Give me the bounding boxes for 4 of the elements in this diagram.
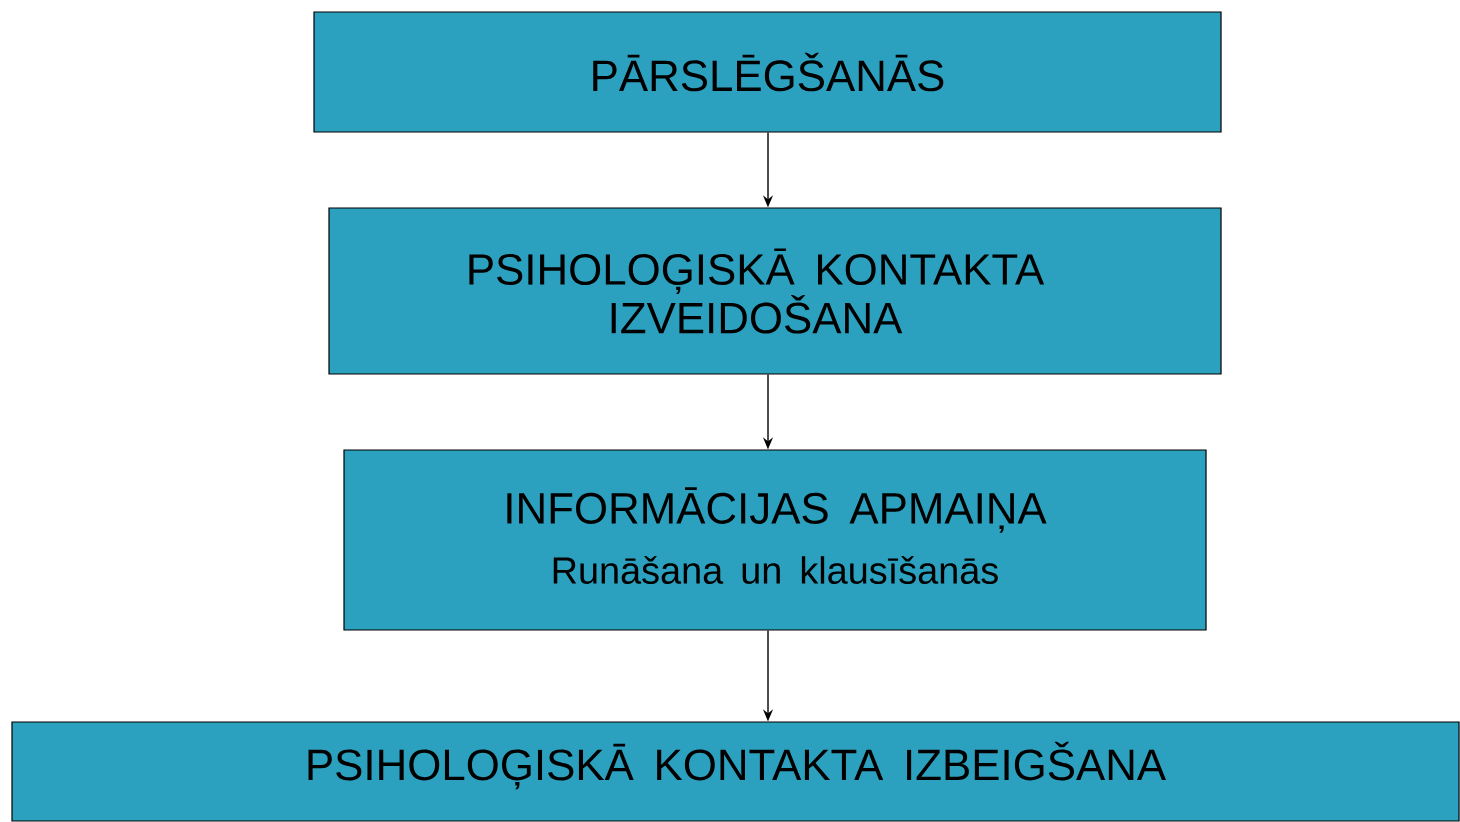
process-box: PSIHOLOĢISKĀ KONTAKTA IZBEIGŠANA	[11, 721, 1460, 822]
process-box: INFORMĀCIJAS APMAIŅA Runāšana un klausīšanās	[343, 449, 1207, 631]
process-box: PSIHOLOĢISKĀ KONTAKTA IZVEIDOŠANA	[328, 207, 1222, 375]
process-box: PĀRSLĒGŠANĀS	[313, 11, 1222, 133]
